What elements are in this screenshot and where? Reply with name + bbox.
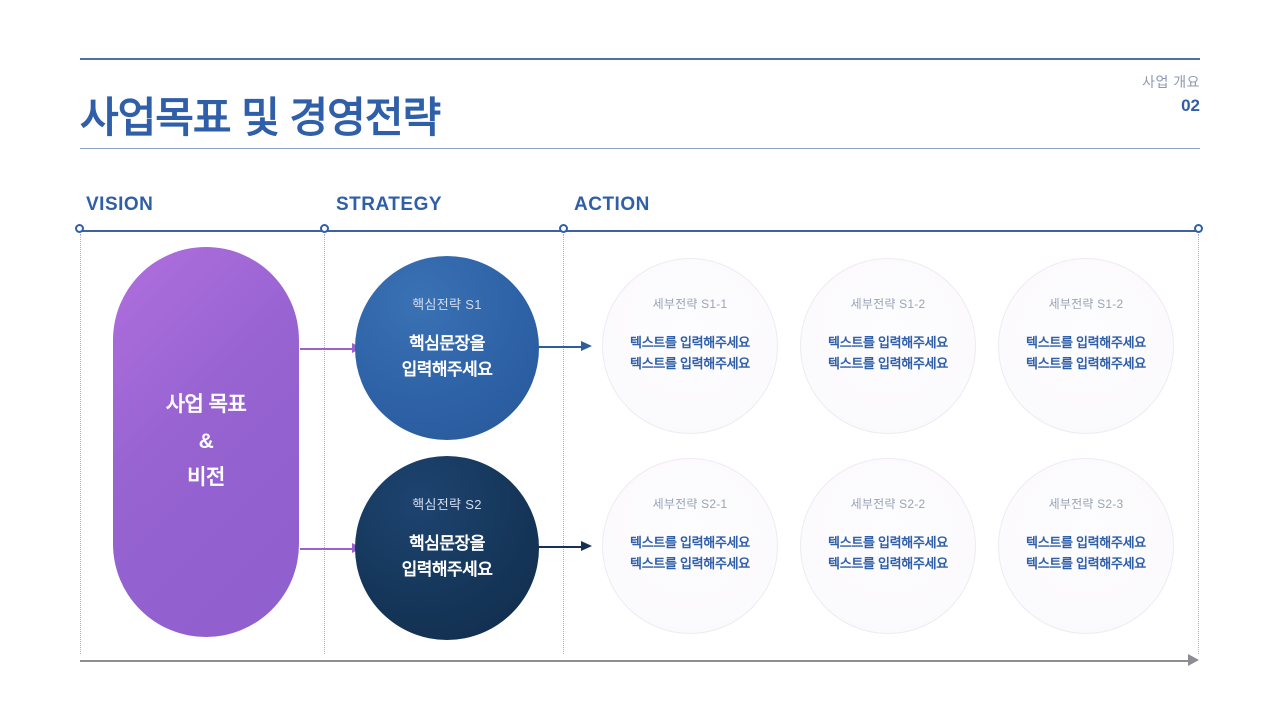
bottom-axis-arrow-icon (1188, 654, 1199, 666)
vision-pill[interactable]: 사업 목표 & 비전 (113, 247, 299, 637)
header-meta: 사업 개요 02 (1142, 72, 1200, 119)
action-s2-1-tag: 세부전략 S2-1 (652, 497, 728, 511)
column-divider-left (80, 234, 81, 654)
column-divider-right (1198, 234, 1199, 654)
vision-line-1: 사업 목표 (165, 392, 247, 416)
action-circle-s1-2[interactable]: 세부전략 S1-2 텍스트를 입력해주세요 텍스트를 입력해주세요 (800, 258, 976, 434)
strategy-s2-tag: 핵심전략 S2 (412, 497, 482, 512)
action-s1-2-line-1: 텍스트를 입력해주세요 (828, 335, 948, 350)
action-s2-3-line-2: 텍스트를 입력해주세요 (1026, 556, 1146, 572)
column-divider-strategy (324, 234, 325, 654)
column-label-vision: VISION (86, 194, 154, 215)
strategy-s2-headline-line-2: 입력해주세요 (401, 560, 493, 580)
action-s1-2-line-2: 텍스트를 입력해주세요 (828, 356, 948, 372)
vision-line-3: 비전 (187, 466, 225, 490)
bottom-axis-line (80, 660, 1192, 662)
vision-line-2: & (198, 429, 214, 453)
section-number: 02 (1181, 96, 1200, 116)
section-name: 사업 개요 (1142, 74, 1200, 90)
timeline-node-action-icon (559, 224, 568, 233)
action-s1-1-tag: 세부전략 S1-1 (652, 297, 728, 311)
action-s1-3-line-2: 텍스트를 입력해주세요 (1026, 356, 1146, 372)
column-divider-action (563, 234, 564, 654)
action-circle-s1-1[interactable]: 세부전략 S1-1 텍스트를 입력해주세요 텍스트를 입력해주세요 (602, 258, 778, 434)
action-s1-1-line-2: 텍스트를 입력해주세요 (630, 356, 750, 372)
strategy-s1-tag: 핵심전략 S1 (412, 297, 482, 312)
action-circle-s2-3[interactable]: 세부전략 S2-3 텍스트를 입력해주세요 텍스트를 입력해주세요 (998, 458, 1174, 634)
strategy-s2-headline-line-1: 핵심문장을 (409, 534, 485, 553)
header-top-rule (80, 58, 1200, 60)
action-s1-3-line-1: 텍스트를 입력해주세요 (1026, 335, 1146, 350)
action-s2-2-line-2: 텍스트를 입력해주세요 (828, 556, 948, 572)
page-title: 사업목표 및 경영전략 (80, 94, 441, 142)
action-s2-1-line-2: 텍스트를 입력해주세요 (630, 556, 750, 572)
action-circle-s2-1[interactable]: 세부전략 S2-1 텍스트를 입력해주세요 텍스트를 입력해주세요 (602, 458, 778, 634)
column-label-strategy: STRATEGY (336, 194, 443, 215)
timeline-line (80, 230, 1200, 232)
strategy-circle-s1[interactable]: 핵심전략 S1 핵심문장을 입력해주세요 (355, 256, 539, 440)
action-s2-3-tag: 세부전략 S2-3 (1048, 497, 1124, 511)
action-s2-3-line-1: 텍스트를 입력해주세요 (1026, 535, 1146, 550)
action-s1-1-line-1: 텍스트를 입력해주세요 (630, 335, 750, 350)
action-circle-s2-2[interactable]: 세부전략 S2-2 텍스트를 입력해주세요 텍스트를 입력해주세요 (800, 458, 976, 634)
timeline-node-vision-icon (75, 224, 84, 233)
action-s1-2-tag: 세부전략 S1-2 (850, 297, 926, 311)
strategy-s1-headline-line-2: 입력해주세요 (401, 360, 493, 380)
strategy-s1-headline-line-1: 핵심문장을 (409, 334, 485, 353)
strategy-circle-s2[interactable]: 핵심전략 S2 핵심문장을 입력해주세요 (355, 456, 539, 640)
action-s2-2-line-1: 텍스트를 입력해주세요 (828, 535, 948, 550)
column-label-action: ACTION (574, 194, 650, 215)
action-circle-s1-3[interactable]: 세부전략 S1-2 텍스트를 입력해주세요 텍스트를 입력해주세요 (998, 258, 1174, 434)
header-bottom-rule (80, 148, 1200, 149)
action-s2-2-tag: 세부전략 S2-2 (850, 497, 926, 511)
timeline-node-strategy-icon (320, 224, 329, 233)
action-s2-1-line-1: 텍스트를 입력해주세요 (630, 535, 750, 550)
timeline-node-end-icon (1194, 224, 1203, 233)
action-s1-3-tag: 세부전략 S1-2 (1048, 297, 1124, 311)
